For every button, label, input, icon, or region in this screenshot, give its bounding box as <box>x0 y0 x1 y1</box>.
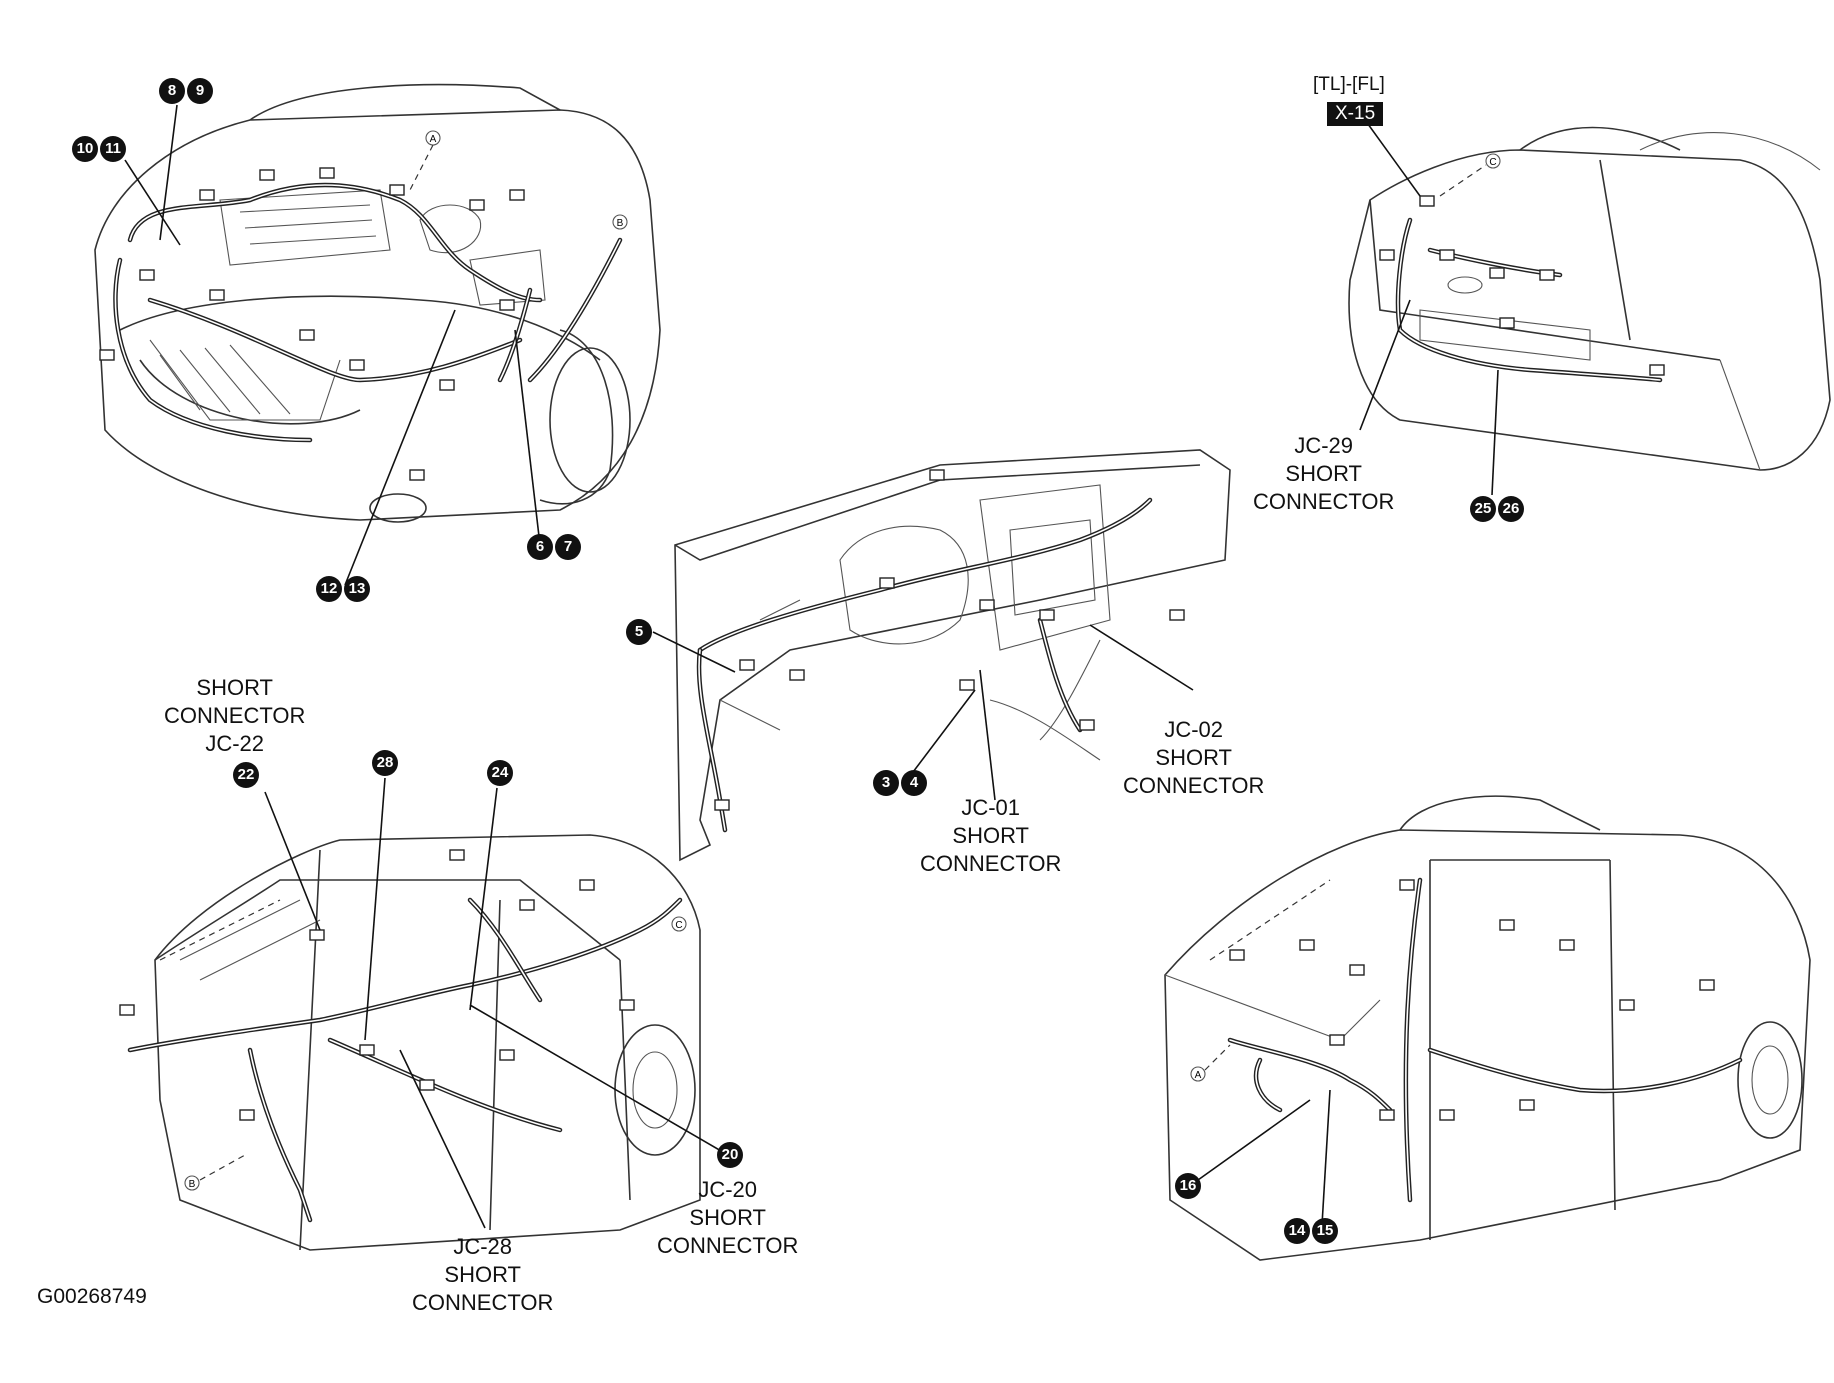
rear-trunk-view <box>1348 112 1831 496</box>
marker-a-label: A <box>430 134 437 145</box>
jc22-label: SHORT CONNECTOR JC-22 <box>164 674 305 758</box>
callout-13: 13 <box>344 576 370 602</box>
jc02-line-3: CONNECTOR <box>1123 773 1265 798</box>
callout-16: 16 <box>1175 1173 1201 1199</box>
callout-3-4: 3 4 <box>873 770 927 796</box>
jc28-line-2: SHORT <box>444 1262 521 1287</box>
x15-connector-label: X-15 <box>1327 102 1384 126</box>
jc20-line-3: CONNECTOR <box>657 1233 799 1258</box>
callout-8: 8 <box>159 78 185 104</box>
jc22-line-3: JC-22 <box>205 731 265 756</box>
figure-id: G00268749 <box>37 1285 147 1308</box>
callout-5: 5 <box>626 619 652 645</box>
jc20-line-2: SHORT <box>689 1205 766 1230</box>
callout-9: 9 <box>187 78 213 104</box>
jc22-line-2: CONNECTOR <box>164 703 306 728</box>
callout-24: 24 <box>487 760 513 786</box>
callout-10-11: 10 11 <box>72 136 126 162</box>
callout-11: 11 <box>100 136 126 162</box>
callout-12: 12 <box>316 576 342 602</box>
jc02-line-2: SHORT <box>1155 745 1232 770</box>
callout-25-26: 25 26 <box>1470 496 1524 522</box>
jc28-line-3: CONNECTOR <box>412 1290 554 1315</box>
jc29-line-1: JC-29 <box>1294 433 1354 458</box>
jc20-line-1: JC-20 <box>698 1177 758 1202</box>
jc02-label: JC-02 SHORT CONNECTOR <box>1123 716 1264 800</box>
jc01-label: JC-01 SHORT CONNECTOR <box>920 794 1061 878</box>
marker-b-label-2: B <box>189 1179 196 1190</box>
jc28-label: JC-28 SHORT CONNECTOR <box>412 1233 553 1317</box>
jc01-line-1: JC-01 <box>961 795 1021 820</box>
callout-25: 25 <box>1470 496 1496 522</box>
callout-7: 7 <box>555 534 581 560</box>
callout-22: 22 <box>233 762 259 788</box>
callout-14-15: 14 15 <box>1284 1218 1338 1244</box>
marker-c-label-2: C <box>675 920 682 931</box>
callout-12-13: 12 13 <box>316 576 370 602</box>
callout-6: 6 <box>527 534 553 560</box>
jc29-line-3: CONNECTOR <box>1253 489 1395 514</box>
marker-a-label-2: A <box>1195 1070 1202 1081</box>
callout-4: 4 <box>901 770 927 796</box>
jc01-line-2: SHORT <box>952 823 1029 848</box>
right-side-interior-view <box>1164 795 1811 1261</box>
marker-c-label: C <box>1489 157 1496 168</box>
callout-28: 28 <box>372 750 398 776</box>
callout-3: 3 <box>873 770 899 796</box>
callout-8-9: 8 9 <box>159 78 213 104</box>
callout-15: 15 <box>1312 1218 1338 1244</box>
left-side-interior-view <box>119 777 729 1251</box>
marker-b-label: B <box>617 218 624 229</box>
callout-20: 20 <box>717 1142 743 1168</box>
jc28-line-1: JC-28 <box>453 1234 513 1259</box>
callout-10: 10 <box>72 136 98 162</box>
jc02-line-1: JC-02 <box>1164 717 1224 742</box>
jc29-line-2: SHORT <box>1285 461 1362 486</box>
callout-26: 26 <box>1498 496 1524 522</box>
dashboard-view <box>652 449 1231 862</box>
jc29-label: JC-29 SHORT CONNECTOR <box>1253 432 1394 516</box>
callout-14: 14 <box>1284 1218 1310 1244</box>
engine-compartment-view <box>94 83 661 586</box>
jc20-label: JC-20 SHORT CONNECTOR <box>657 1176 798 1260</box>
callout-6-7: 6 7 <box>527 534 581 560</box>
jc01-line-3: CONNECTOR <box>920 851 1062 876</box>
tl-fl-label: [TL]-[FL] <box>1313 74 1385 95</box>
jc22-line-1: SHORT <box>196 675 273 700</box>
